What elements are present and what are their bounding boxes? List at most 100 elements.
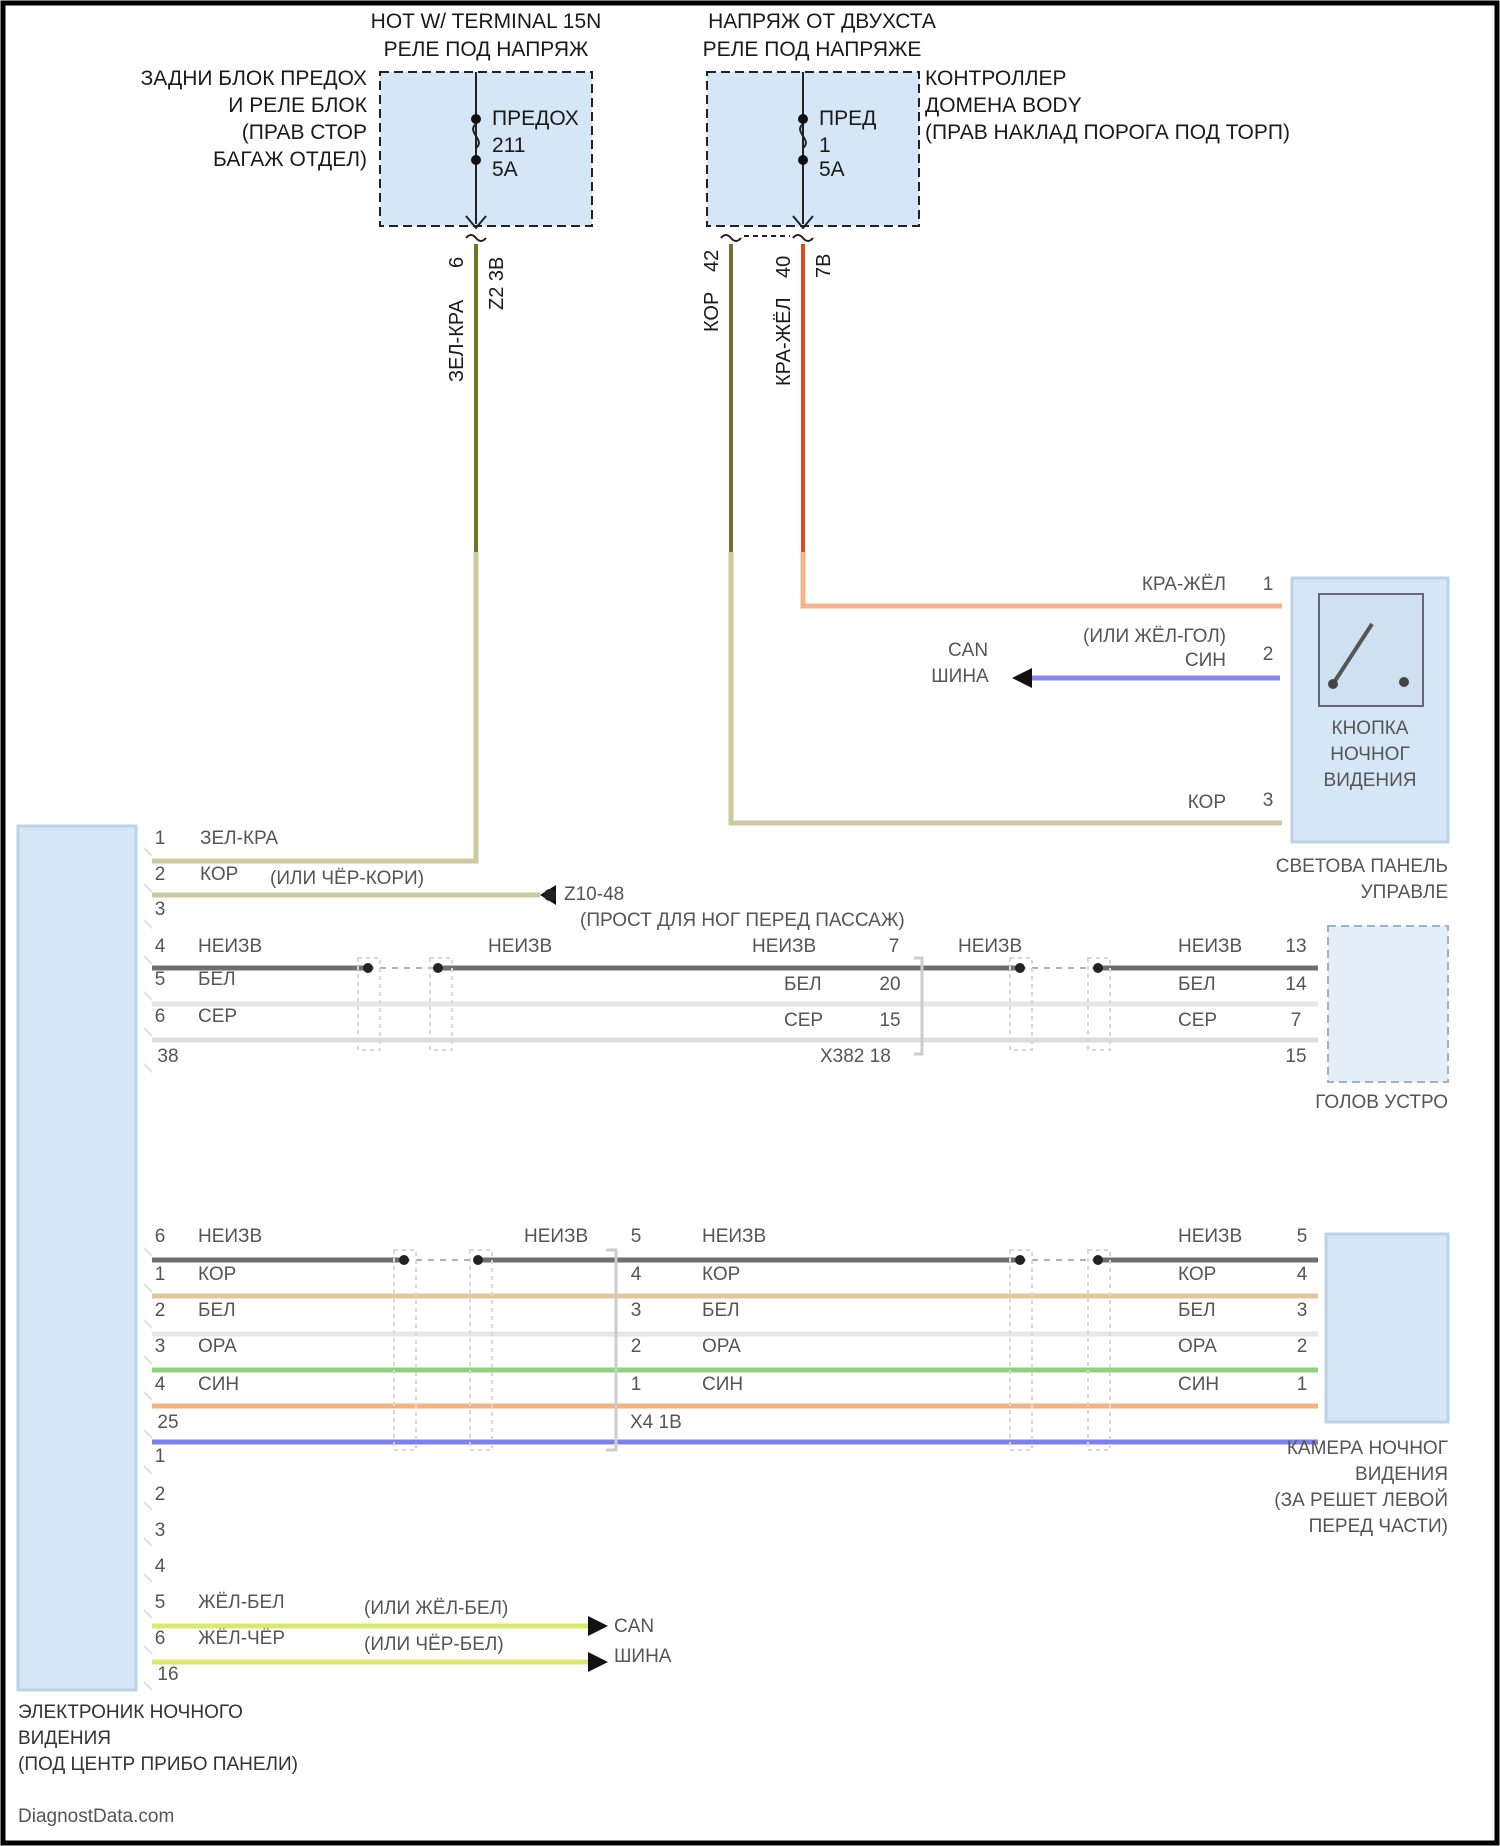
g3-wire-1: НЕИЗВ bbox=[198, 1226, 262, 1247]
ecu-name-3: (ПОД ЦЕНТР ПРИБО ПАНЕЛИ) bbox=[18, 1754, 298, 1775]
controller-name-2: ДОМЕНА BODY bbox=[925, 94, 1082, 117]
g4-alt-1: (ИЛИ ЖЁЛ-БЕЛ) bbox=[364, 1598, 508, 1619]
fuse-block-location-1: ЗАДНИ БЛОК ПРЕДОХ bbox=[141, 67, 367, 90]
camera-name-4: ПЕРЕД ЧАСТИ) bbox=[1309, 1516, 1448, 1537]
g1-pin-1: 1 bbox=[155, 828, 166, 849]
g3-splice-dot-4 bbox=[1093, 1255, 1103, 1265]
connector-z2-label: Z2 3B bbox=[486, 257, 508, 310]
g3-dev-pin-5: 5 bbox=[1297, 1226, 1308, 1247]
switch-name-2: НОЧНОГ bbox=[1330, 744, 1410, 765]
fuse-block-location-3: (ПРАВ СТОР bbox=[242, 121, 367, 144]
g3-dev-pin-1: 1 bbox=[1297, 1374, 1308, 1395]
panel-pin-2: 2 bbox=[1263, 644, 1274, 665]
g2-wire-1: НЕИЗВ bbox=[198, 936, 262, 957]
ground-point-icon bbox=[544, 889, 556, 901]
camera-name-2: ВИДЕНИЯ bbox=[1355, 1464, 1448, 1485]
g4-pin-1: 1 bbox=[155, 1446, 166, 1467]
g4-wire-2: ЖЁЛ-ЧЁР bbox=[198, 1628, 285, 1649]
fuse-211-dot-bottom bbox=[471, 155, 481, 165]
g3-shield-1 bbox=[394, 1250, 416, 1450]
ecu-name-1: ЭЛЕКТРОНИК НОЧНОГО bbox=[18, 1702, 243, 1723]
g3-pin-3: 3 bbox=[155, 1336, 166, 1357]
g3-splice-dot-2 bbox=[473, 1255, 483, 1265]
g1-wire-2: КОР bbox=[200, 864, 238, 885]
g1-pin-2: 2 bbox=[155, 864, 166, 885]
g2-dev-wire-1: НЕИЗВ bbox=[1178, 936, 1242, 957]
g2-pin-6: 6 bbox=[155, 1006, 166, 1027]
head-unit bbox=[1328, 926, 1448, 1082]
g3-mid-wire-3: БЕЛ bbox=[702, 1300, 740, 1321]
wire-kor-label: КОР bbox=[701, 292, 723, 332]
controller-name-3: (ПРАВ НАКЛАД ПОРОГА ПОД ТОРП) bbox=[925, 121, 1290, 144]
ground-label: Z10-48 bbox=[564, 884, 624, 905]
g3-pin-1: 1 bbox=[155, 1264, 166, 1285]
body-domain-controller bbox=[707, 72, 919, 226]
g4-pin-3: 3 bbox=[155, 1520, 166, 1541]
g3-splice-dot-3 bbox=[1015, 1255, 1025, 1265]
g2-splice-dot-2 bbox=[433, 963, 443, 973]
g3-mid-wire-2: КОР bbox=[702, 1264, 740, 1285]
g3-mid-wire-4: ОРА bbox=[702, 1336, 741, 1357]
g2-right-wire: НЕИЗВ bbox=[958, 936, 1022, 957]
panel-wire-2-alt: (ИЛИ ЖЁЛ-ГОЛ) bbox=[1083, 626, 1226, 647]
pin-6-label: 6 bbox=[446, 257, 468, 268]
g2-splice-dot-3 bbox=[1015, 963, 1025, 973]
panel-pin-3: 3 bbox=[1263, 790, 1274, 811]
ecu-pin-stubs bbox=[144, 848, 152, 1690]
wire-zel-kra-bottom bbox=[152, 552, 476, 861]
pin-40-label: 40 bbox=[773, 256, 795, 278]
g3-pin-6: 6 bbox=[155, 1226, 166, 1247]
g3-wire-4: ОРА bbox=[198, 1336, 237, 1357]
fuse-1-rating: 5A bbox=[819, 158, 845, 181]
fuse-1-dot-bottom bbox=[798, 155, 808, 165]
g2-mid-pin-20: 20 bbox=[879, 974, 900, 995]
connector-7b-label: 7B bbox=[813, 254, 835, 278]
g3-pin-4: 4 bbox=[155, 1374, 166, 1395]
g3-shield-2 bbox=[470, 1250, 492, 1450]
g2-mid-pin-15: 15 bbox=[879, 1010, 900, 1031]
fuse-block-location-4: БАГАЖ ОТДЕЛ) bbox=[213, 148, 367, 171]
g4-pin-4: 4 bbox=[155, 1556, 166, 1577]
g4-pin-16: 16 bbox=[157, 1664, 178, 1685]
g3-mid-pin-5: 5 bbox=[631, 1226, 642, 1247]
g4-pin-5: 5 bbox=[155, 1592, 166, 1613]
g3-wire-5: СИН bbox=[198, 1374, 239, 1395]
fuse-block-header-1: HOT W/ TERMINAL 15N bbox=[371, 10, 602, 33]
panel-pin-1: 1 bbox=[1263, 574, 1274, 595]
g3-mid-label-left: НЕИЗВ bbox=[524, 1226, 588, 1247]
g2-dev-pin-14: 14 bbox=[1285, 974, 1307, 995]
g2-dev-wire-3: СЕР bbox=[1178, 1010, 1217, 1031]
fuse-block-header-2: РЕЛЕ ПОД НАПРЯЖ bbox=[384, 38, 589, 61]
g2-dev-pin-7: 7 bbox=[1291, 1010, 1302, 1031]
g3-dev-pin-4: 4 bbox=[1297, 1264, 1308, 1285]
fuse-211-rating: 5A bbox=[492, 158, 518, 181]
g2-mid-wire-2: БЕЛ bbox=[784, 974, 822, 995]
controller-header-2: РЕЛЕ ПОД НАПРЯЖЕ bbox=[703, 38, 922, 61]
head-unit-name: ГОЛОВ УСТРО bbox=[1315, 1092, 1448, 1113]
fuse-211-dot-top bbox=[471, 114, 481, 124]
fuse-1-label: ПРЕД bbox=[819, 107, 876, 130]
g3-connector-icon bbox=[606, 1250, 616, 1450]
night-vision-ecu bbox=[18, 826, 136, 1690]
g3-dev-wire-4: ОРА bbox=[1178, 1336, 1217, 1357]
g1-wire-1: ЗЕЛ-КРА bbox=[200, 828, 278, 849]
g2-dev-pin-15: 15 bbox=[1285, 1046, 1306, 1067]
night-vision-switch bbox=[1319, 594, 1423, 706]
rear-fuse-block bbox=[380, 72, 592, 226]
wire-kra-zhel-label: КРА-ЖЁЛ bbox=[773, 297, 795, 386]
fuse-1-number: 1 bbox=[819, 134, 831, 157]
g4-arrow-icon-1 bbox=[588, 1616, 608, 1636]
g3-mid-wire-1: НЕИЗВ bbox=[702, 1226, 766, 1247]
g2-pin-38: 38 bbox=[157, 1046, 178, 1067]
g3-dev-wire-3: БЕЛ bbox=[1178, 1300, 1216, 1321]
g3-dev-wire-1: НЕИЗВ bbox=[1178, 1226, 1242, 1247]
ecu-name-2: ВИДЕНИЯ bbox=[18, 1728, 111, 1749]
panel-wire-2-label: СИН bbox=[1185, 650, 1226, 671]
can-label-1: CAN bbox=[948, 640, 988, 661]
camera-name-3: (ЗА РЕШЕТ ЛЕВОЙ bbox=[1274, 1489, 1448, 1511]
g4-pin-6: 6 bbox=[155, 1628, 166, 1649]
panel-name-2: УПРАВЛЕ bbox=[1361, 882, 1448, 903]
g1-alt: (ИЛИ ЧЁР-КОРИ) bbox=[270, 868, 424, 889]
g2-dev-wire-2: БЕЛ bbox=[1178, 974, 1216, 995]
